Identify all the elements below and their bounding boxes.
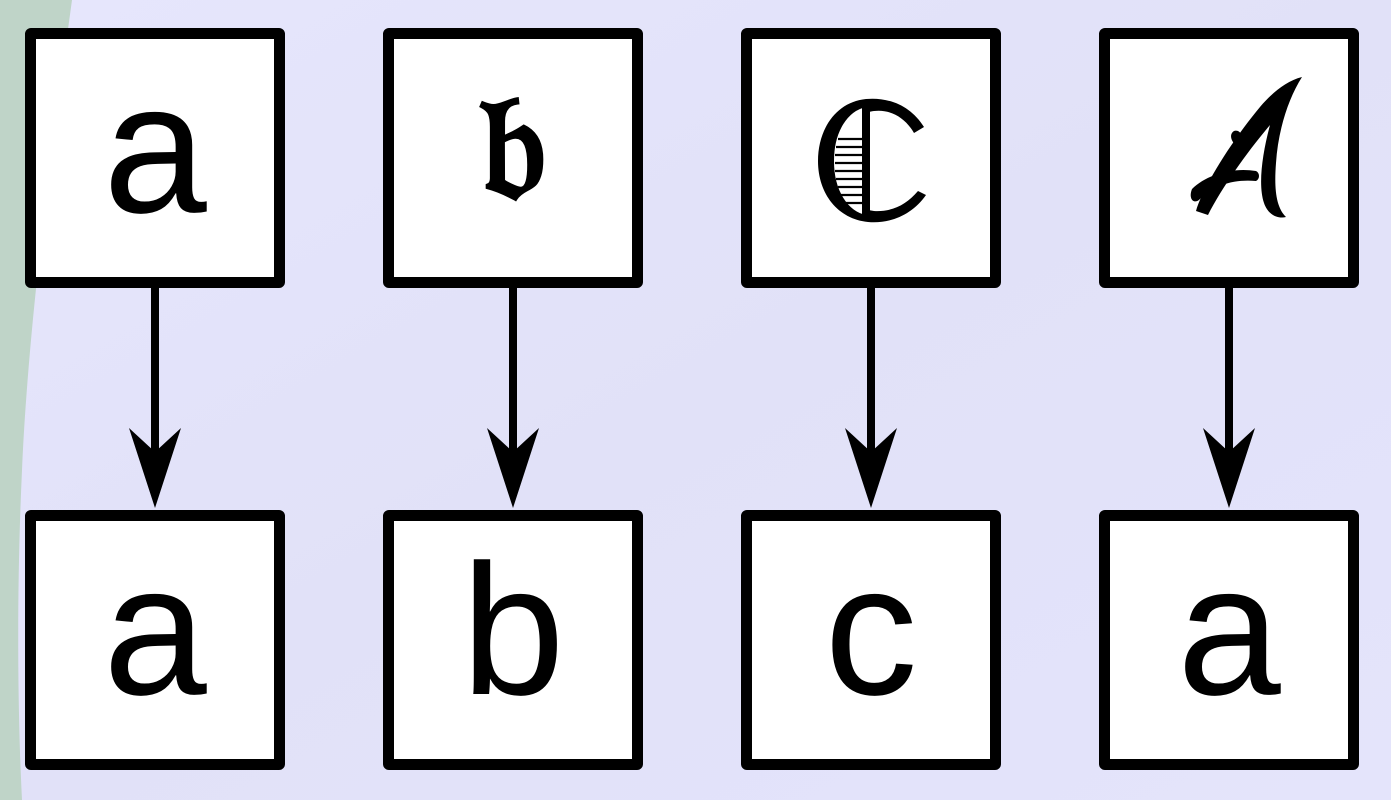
arrowhead-3: [845, 428, 897, 508]
bottom-glyph-a-2: a: [1177, 527, 1281, 734]
arrowhead-4: [1203, 428, 1255, 508]
arrowhead-2: [487, 428, 539, 508]
bottom-glyph-c: c: [824, 527, 918, 734]
top-glyph-script-a: A: [1190, 77, 1302, 218]
top-glyph-decorative-c: c: [818, 98, 926, 223]
top-box-2: 𝔟: [383, 28, 643, 288]
top-box-4: A: [1099, 28, 1359, 288]
top-glyph-plain-a: a: [103, 45, 207, 252]
bottom-glyph-a: a: [103, 527, 207, 734]
bottom-box-4: a: [1099, 510, 1359, 770]
top-glyph-blackletter-b: 𝔟: [478, 57, 548, 233]
top-box-1: a: [25, 28, 285, 288]
bottom-box-3: c: [741, 510, 1001, 770]
bottom-glyph-b: b: [461, 527, 565, 734]
bottom-box-1: a: [25, 510, 285, 770]
top-box-3: c: [741, 28, 1001, 288]
arrowhead-1: [129, 428, 181, 508]
bottom-box-2: b: [383, 510, 643, 770]
